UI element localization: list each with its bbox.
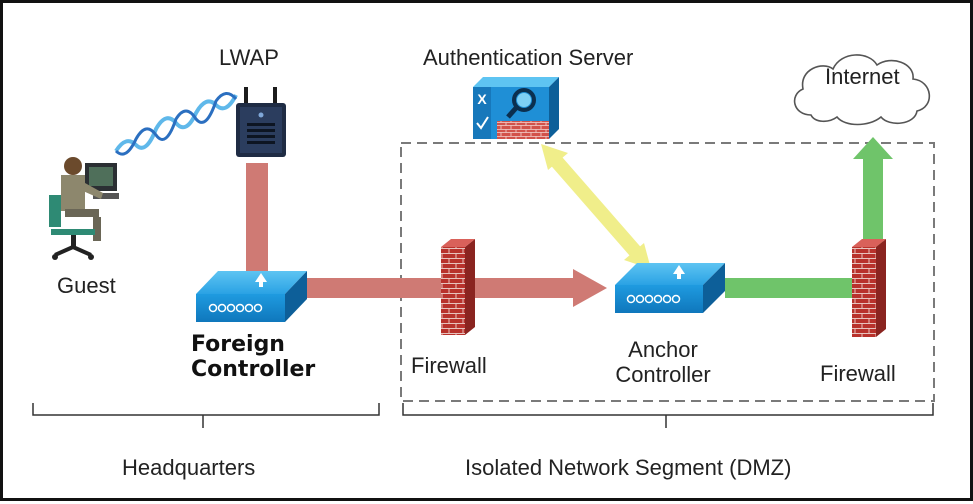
anchor-to-firewall-link [725,278,859,298]
controller-icon [615,263,725,313]
wireless-signal-icon [114,92,238,156]
headquarters-label: Headquarters [122,455,256,480]
auth-to-anchor-link [541,144,651,269]
firewall-icon [852,239,886,337]
anchor-controller-label-line2: Controller [615,362,711,388]
lwap-to-foreign-link [246,163,268,287]
internet-label: Internet [825,64,900,89]
dmz-brace [402,403,934,428]
guest-label: Guest [57,273,116,298]
firewall-to-internet-link [853,137,893,247]
foreign-controller-label-line1: Foreign [191,332,285,357]
foreign-controller-label: Foreign Controller [191,332,315,383]
auth-server-icon: X [473,77,559,139]
firewall-right-label: Firewall [820,361,896,386]
anchor-controller-label-line1: Anchor [628,337,698,362]
firewall-icon [441,239,475,335]
svg-text:X: X [477,91,487,107]
access-point-icon [236,87,286,157]
foreign-to-anchor-link [303,269,607,307]
controller-icon [196,271,307,322]
diagram-canvas: X [32,54,935,428]
headquarters-brace [32,403,380,428]
auth-server-label: Authentication Server [423,45,634,70]
dmz-boundary [400,142,935,402]
foreign-controller-label-line2: Controller [191,357,316,383]
cloud-icon [793,54,931,126]
lwap-label: LWAP [219,45,279,70]
guest-user-icon [49,157,119,260]
anchor-controller-label: Anchor Controller [601,337,725,388]
dmz-label: Isolated Network Segment (DMZ) [465,455,792,480]
firewall-left-label: Firewall [411,353,487,378]
